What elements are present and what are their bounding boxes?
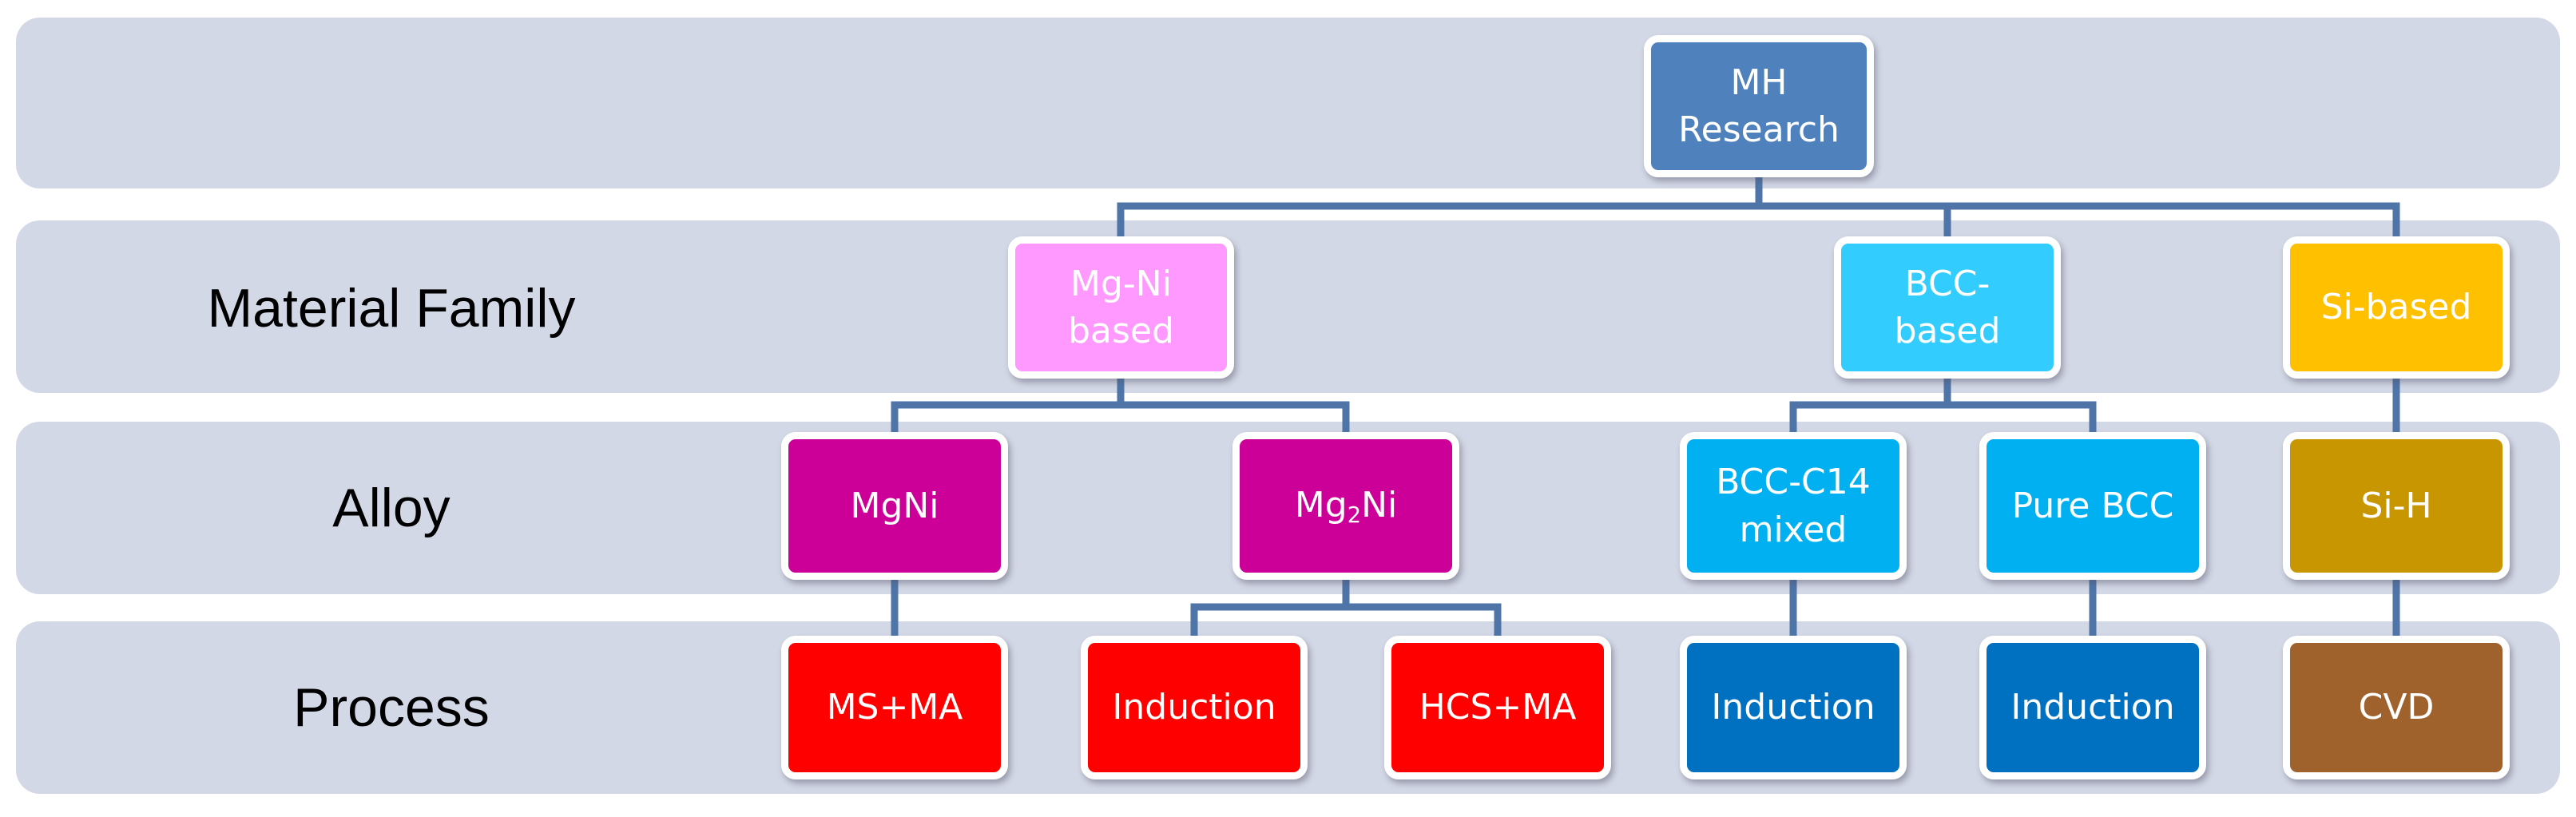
node-pure-bcc-label: Pure BCC bbox=[2011, 485, 2174, 526]
node-mh-research-line1: MH bbox=[1730, 61, 1788, 103]
node-mg2ni-subscript: 2 bbox=[1347, 502, 1362, 528]
node-mgni-label: MgNi bbox=[850, 485, 939, 526]
node-process-induction-bcc-c14: Induction bbox=[1680, 636, 1907, 779]
node-mh-research: MH Research bbox=[1644, 35, 1874, 177]
node-mh-research-line2: Research bbox=[1678, 109, 1840, 150]
node-mg2ni-label: Mg2Ni bbox=[1295, 482, 1397, 531]
node-process-cvd-label: CVD bbox=[2358, 687, 2435, 728]
node-process-hcs-ma-label: HCS+MA bbox=[1419, 687, 1577, 728]
node-process-ms-ma-label: MS+MA bbox=[826, 687, 963, 728]
node-mgni-based-line1: Mg-Ni bbox=[1070, 263, 1172, 304]
node-mg2ni-prefix: Mg bbox=[1294, 484, 1348, 525]
node-si-based-label: Si-based bbox=[2320, 287, 2472, 328]
node-process-cvd: CVD bbox=[2283, 636, 2510, 779]
node-process-hcs-ma: HCS+MA bbox=[1384, 636, 1611, 779]
band-top bbox=[16, 18, 2560, 188]
node-bcc-based-line1: BCC- bbox=[1904, 263, 1991, 304]
node-mgni-based-line2: based bbox=[1068, 311, 1174, 351]
node-si-based: Si-based bbox=[2283, 236, 2510, 379]
node-si-h-label: Si-H bbox=[2360, 485, 2432, 526]
node-bcc-c14-line1: BCC-C14 bbox=[1716, 462, 1871, 503]
node-mgni: MgNi bbox=[781, 432, 1008, 580]
node-bcc-based-line2: based bbox=[1894, 311, 2001, 351]
row-label-alloy: Alloy bbox=[332, 478, 451, 538]
node-process-induction-pure-bcc: Induction bbox=[1979, 636, 2206, 779]
node-process-induction-bcc-c14-label: Induction bbox=[1711, 687, 1875, 728]
node-process-ms-ma: MS+MA bbox=[781, 636, 1008, 779]
node-bcc-c14-line2: mixed bbox=[1739, 509, 1848, 550]
band-material-family bbox=[16, 220, 2560, 393]
node-mg2ni-suffix: Ni bbox=[1361, 484, 1398, 525]
node-pure-bcc: Pure BCC bbox=[1979, 432, 2206, 580]
node-bcc-based: BCC- based bbox=[1834, 236, 2061, 379]
node-si-h: Si-H bbox=[2283, 432, 2510, 580]
node-bcc-c14-mixed: BCC-C14 mixed bbox=[1680, 432, 1907, 580]
node-mgni-based: Mg-Ni based bbox=[1008, 236, 1234, 379]
node-process-induction-mg2ni-label: Induction bbox=[1112, 687, 1276, 728]
node-process-induction-mg2ni: Induction bbox=[1081, 636, 1308, 779]
node-mg2ni: Mg2Ni bbox=[1232, 432, 1459, 580]
row-label-process: Process bbox=[293, 677, 490, 738]
node-process-induction-pure-bcc-label: Induction bbox=[2010, 687, 2175, 728]
row-label-material-family: Material Family bbox=[207, 278, 576, 339]
